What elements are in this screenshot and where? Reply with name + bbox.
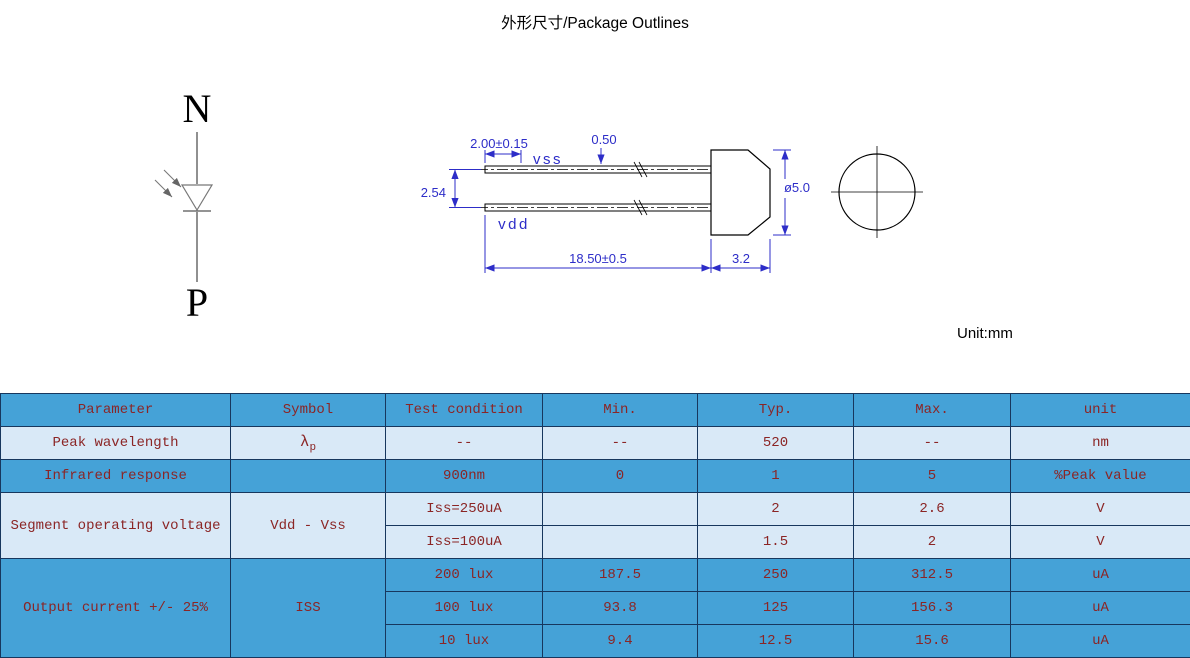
photodiode-symbol: N P <box>155 86 212 325</box>
column-header-max: Max. <box>854 394 1011 427</box>
symbol-lambda: λ <box>300 433 310 451</box>
unit-note: Unit:mm <box>957 325 1013 342</box>
cell-condition: Iss=250uA <box>386 493 543 526</box>
cell-symbol: Vdd - Vss <box>231 493 386 559</box>
cell-parameter: Output current +/- 25% <box>1 559 231 658</box>
cell-typ: 125 <box>698 592 854 625</box>
cell-max: 5 <box>854 460 1011 493</box>
cell-min: 9.4 <box>543 625 698 658</box>
cell-min: 187.5 <box>543 559 698 592</box>
table-row-infrared-response: Infrared response 900nm 0 1 5 %Peak valu… <box>1 460 1190 493</box>
cell-condition: 200 lux <box>386 559 543 592</box>
cell-min: 0 <box>543 460 698 493</box>
cell-condition: -- <box>386 427 543 460</box>
cell-typ: 1 <box>698 460 854 493</box>
column-header-parameter: Parameter <box>1 394 231 427</box>
cell-parameter: Infrared response <box>1 460 231 493</box>
cell-max: 2.6 <box>854 493 1011 526</box>
dim-lead-thickness: 0.50 <box>591 132 616 147</box>
cell-condition: 100 lux <box>386 592 543 625</box>
dim-lead-length: 18.50±0.5 <box>569 251 627 266</box>
symbol-lambda-sub: p <box>310 441 317 453</box>
cell-symbol <box>231 460 386 493</box>
polarity-p-label: P <box>186 280 208 325</box>
cell-typ: 2 <box>698 493 854 526</box>
cell-symbol: λp <box>231 427 386 460</box>
cell-condition: Iss=100uA <box>386 526 543 559</box>
cell-symbol: ISS <box>231 559 386 658</box>
table-row-peak-wavelength: Peak wavelength λp -- -- 520 -- nm <box>1 427 1190 460</box>
cell-min <box>543 526 698 559</box>
cell-condition: 10 lux <box>386 625 543 658</box>
package-outline-drawing: N P 2.00±0.15 0.50 2.5 <box>0 0 1190 390</box>
pin-label-vdd: vdd <box>498 216 530 233</box>
cell-unit: V <box>1011 526 1190 559</box>
cell-parameter: Segment operating voltage <box>1 493 231 559</box>
cell-unit: nm <box>1011 427 1190 460</box>
pin-label-vss: vss <box>533 151 563 168</box>
cell-typ: 1.5 <box>698 526 854 559</box>
column-header-typ: Typ. <box>698 394 854 427</box>
cell-typ: 520 <box>698 427 854 460</box>
cell-max: -- <box>854 427 1011 460</box>
column-header-min: Min. <box>543 394 698 427</box>
cell-unit: uA <box>1011 592 1190 625</box>
cell-unit: V <box>1011 493 1190 526</box>
column-header-unit: unit <box>1011 394 1190 427</box>
dim-lead-offset: 2.00±0.15 <box>470 136 528 151</box>
polarity-n-label: N <box>183 86 212 131</box>
cell-unit: uA <box>1011 625 1190 658</box>
cell-typ: 12.5 <box>698 625 854 658</box>
table-row-output-current-1: Output current +/- 25% ISS 200 lux 187.5… <box>1 559 1190 592</box>
cell-max: 156.3 <box>854 592 1011 625</box>
table-row-segment-voltage-1: Segment operating voltage Vdd - Vss Iss=… <box>1 493 1190 526</box>
dim-body-length: 3.2 <box>732 251 750 266</box>
cell-min <box>543 493 698 526</box>
cell-max: 15.6 <box>854 625 1011 658</box>
cell-max: 2 <box>854 526 1011 559</box>
cell-min: 93.8 <box>543 592 698 625</box>
cell-parameter: Peak wavelength <box>1 427 231 460</box>
table-header-row: Parameter Symbol Test condition Min. Typ… <box>1 394 1190 427</box>
cell-unit: uA <box>1011 559 1190 592</box>
cell-min: -- <box>543 427 698 460</box>
cell-max: 312.5 <box>854 559 1011 592</box>
incident-light-arrows-icon <box>155 170 181 197</box>
dim-lead-pitch: 2.54 <box>421 185 446 200</box>
cell-typ: 250 <box>698 559 854 592</box>
cell-unit: %Peak value <box>1011 460 1190 493</box>
column-header-symbol: Symbol <box>231 394 386 427</box>
package-top-view <box>831 146 923 238</box>
dim-body-diameter: ø5.0 <box>784 180 810 195</box>
spec-table: Parameter Symbol Test condition Min. Typ… <box>0 393 1190 658</box>
cell-condition: 900nm <box>386 460 543 493</box>
column-header-test-condition: Test condition <box>386 394 543 427</box>
